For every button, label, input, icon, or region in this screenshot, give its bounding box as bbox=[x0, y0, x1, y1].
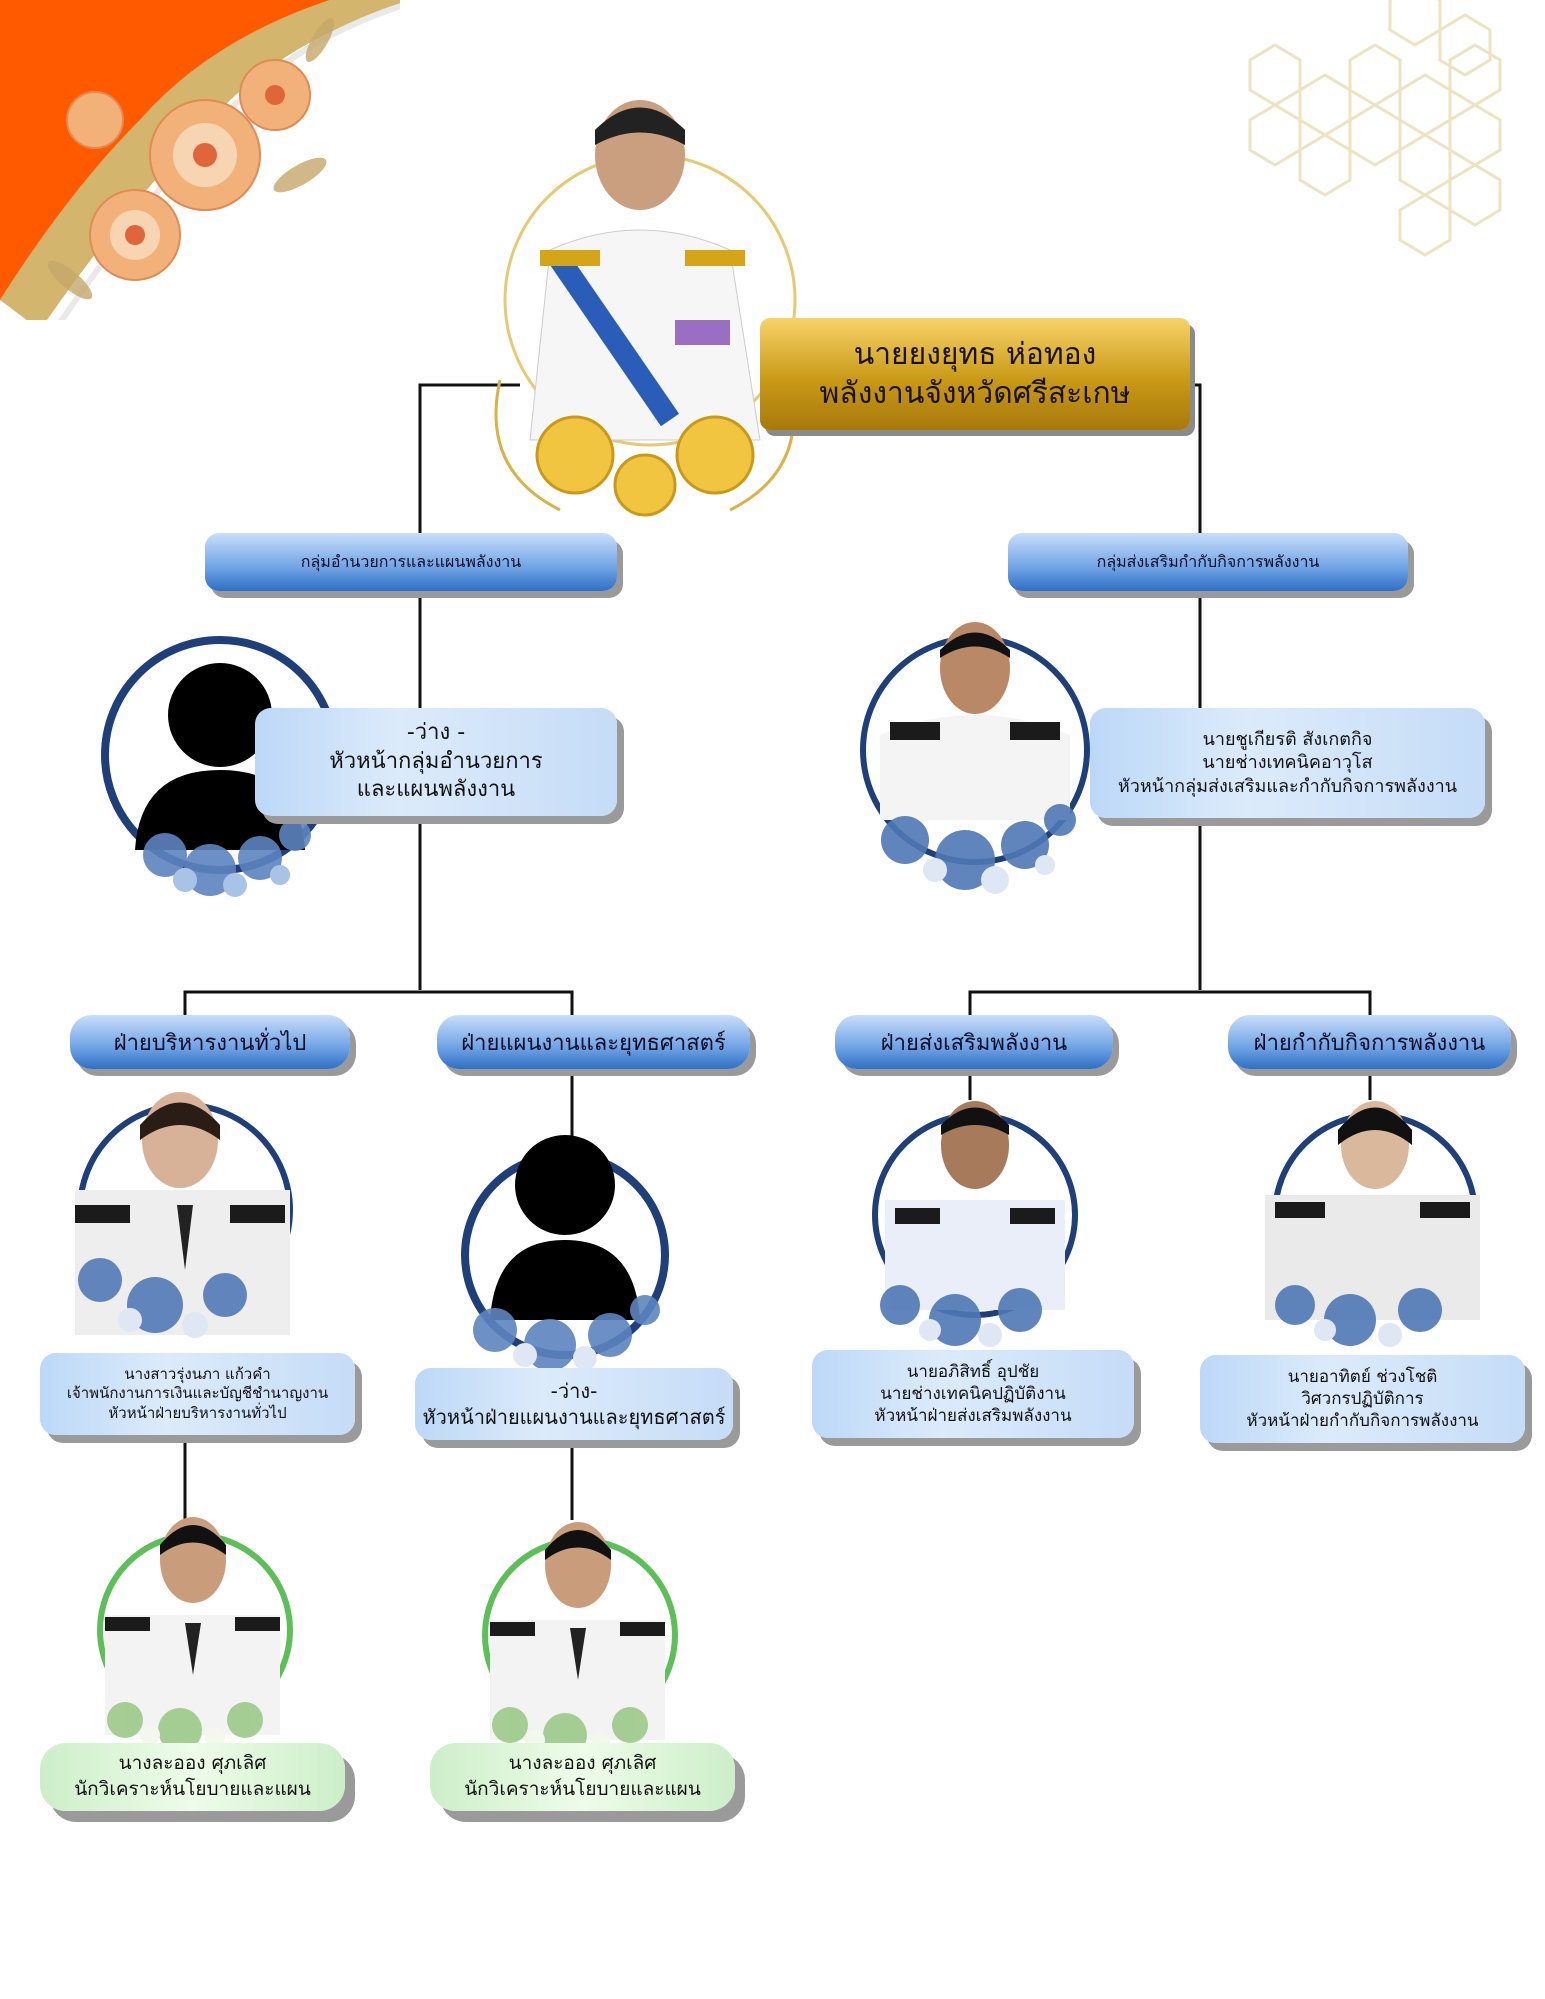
promote-head-photo bbox=[860, 622, 1090, 894]
general-staff-card: นางละออง ศุภเลิศ นักวิเคราะห์นโยบายและแผ… bbox=[40, 1743, 345, 1811]
group-admin-label: กลุ่มอำนวยการและแผนพลังงาน bbox=[300, 551, 522, 571]
division-regulation-label: ฝ่ายกำกับกิจการพลังงาน bbox=[1253, 1030, 1486, 1056]
regulation-head-photo bbox=[1265, 1101, 1480, 1347]
flower-corner-decoration bbox=[0, 0, 400, 320]
division-planning-pill: ฝ่ายแผนงานและยุทธศาสตร์ bbox=[437, 1015, 750, 1069]
planning-staff-name: นางละออง ศุภเลิศ bbox=[508, 1752, 657, 1775]
admin-head-photo bbox=[101, 636, 339, 897]
division-regulation-pill: ฝ่ายกำกับกิจการพลังงาน bbox=[1228, 1015, 1511, 1069]
promotion-head-position: นายช่างเทคนิคปฏิบัติงาน bbox=[880, 1383, 1066, 1404]
planning-head-photo bbox=[461, 1135, 669, 1370]
promote-head-position: นายช่างเทคนิคอาวุโส bbox=[1202, 752, 1373, 774]
promotion-head-role: หัวหน้าฝ่ายส่งเสริมพลังงาน bbox=[874, 1406, 1072, 1427]
planning-head-card: -ว่าง- หัวหน้าฝ่ายแผนงานและยุทธศาสตร์ bbox=[415, 1368, 733, 1440]
admin-head-line1: -ว่าง - bbox=[406, 720, 466, 746]
regulation-head-position: วิศวกรปฏิบัติการ bbox=[1301, 1388, 1424, 1409]
promotion-head-photo bbox=[872, 1101, 1078, 1347]
regulation-head-card: นายอาทิตย์ ช่วงโชติ วิศวกรปฏิบัติการ หัว… bbox=[1200, 1355, 1525, 1443]
promotion-head-name: นายอภิสิทธิ์ อุปชัย bbox=[906, 1361, 1040, 1382]
division-planning-label: ฝ่ายแผนงานและยุทธศาสตร์ bbox=[461, 1030, 726, 1056]
division-promotion-pill: ฝ่ายส่งเสริมพลังงาน bbox=[835, 1015, 1113, 1069]
planning-staff-position: นักวิเคราะห์นโยบายและแผน bbox=[464, 1778, 701, 1800]
planning-head-line2: หัวหน้าฝ่ายแผนงานและยุทธศาสตร์ bbox=[422, 1405, 726, 1429]
group-promote-pill: กลุ่มส่งเสริมกำกับกิจการพลังงาน bbox=[1008, 533, 1408, 591]
division-promotion-label: ฝ่ายส่งเสริมพลังงาน bbox=[880, 1030, 1068, 1056]
admin-head-line2: หัวหน้ากลุ่มอำนวยการ bbox=[329, 748, 543, 774]
hexagon-pattern-decoration bbox=[1248, 0, 1502, 257]
general-staff-photo bbox=[97, 1517, 293, 1750]
admin-head-line3: และแผนพลังงาน bbox=[356, 777, 516, 803]
general-staff-position: นักวิเคราะห์นโยบายและแผน bbox=[74, 1778, 311, 1800]
general-head-position: เจ้าพนักงานการเงินและบัญชีชำนาญงาน bbox=[66, 1384, 329, 1403]
person-silhouette-icon bbox=[168, 663, 272, 767]
director-photo bbox=[494, 100, 797, 517]
director-box: นายยงยุทธ ห่อทอง พลังงานจังหวัดศรีสะเกษ bbox=[760, 318, 1190, 430]
general-head-role: หัวหน้าฝ่ายบริหารงานทั่วไป bbox=[108, 1403, 287, 1422]
general-staff-name: นางละออง ศุภเลิศ bbox=[118, 1752, 267, 1775]
regulation-head-role: หัวหน้าฝ่ายกำกับกิจการพลังงาน bbox=[1246, 1411, 1479, 1432]
promote-head-card: นายชูเกียรติ สังเกตกิจ นายช่างเทคนิคอาวุ… bbox=[1090, 708, 1485, 818]
planning-staff-photo bbox=[482, 1522, 678, 1755]
admin-head-card: -ว่าง - หัวหน้ากลุ่มอำนวยการ และแผนพลังง… bbox=[255, 708, 617, 816]
division-general-pill: ฝ่ายบริหารงานทั่วไป bbox=[70, 1015, 350, 1069]
general-head-card: นางสาวรุ่งนภา แก้วคำ เจ้าพนักงานการเงินแ… bbox=[40, 1353, 355, 1435]
group-promote-label: กลุ่มส่งเสริมกำกับกิจการพลังงาน bbox=[1096, 551, 1320, 571]
planning-head-line1: -ว่าง- bbox=[550, 1379, 598, 1403]
group-admin-pill: กลุ่มอำนวยการและแผนพลังงาน bbox=[205, 533, 617, 591]
promotion-head-card: นายอภิสิทธิ์ อุปชัย นายช่างเทคนิคปฏิบัติ… bbox=[812, 1350, 1134, 1438]
general-head-photo bbox=[75, 1092, 293, 1338]
general-head-name: นางสาวรุ่งนภา แก้วคำ bbox=[124, 1364, 271, 1383]
promote-head-name: นายชูเกียรติ สังเกตกิจ bbox=[1202, 728, 1373, 750]
regulation-head-name: นายอาทิตย์ ช่วงโชติ bbox=[1287, 1366, 1438, 1387]
director-title: พลังงานจังหวัดศรีสะเกษ bbox=[819, 376, 1131, 411]
planning-staff-card: นางละออง ศุภเลิศ นักวิเคราะห์นโยบายและแผ… bbox=[430, 1743, 735, 1811]
division-general-label: ฝ่ายบริหารงานทั่วไป bbox=[113, 1030, 307, 1056]
person-silhouette-icon bbox=[515, 1135, 615, 1235]
promote-head-role: หัวหน้ากลุ่มส่งเสริมและกำกับกิจการพลังงา… bbox=[1117, 775, 1458, 797]
director-name: นายยงยุทธ ห่อทอง bbox=[853, 337, 1097, 372]
